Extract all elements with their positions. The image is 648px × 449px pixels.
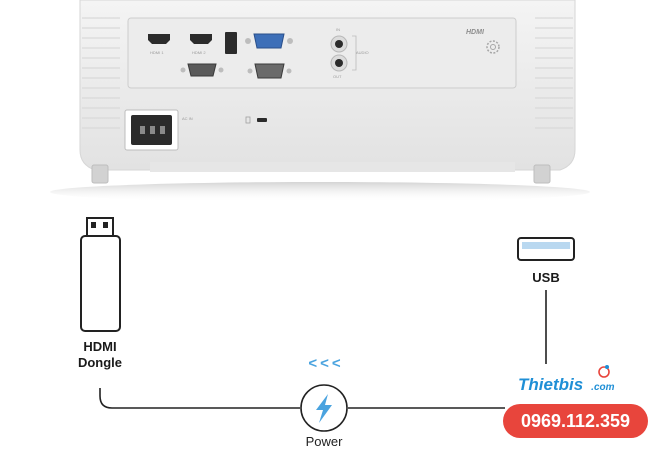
audio-out-label: OUT [333, 74, 342, 79]
left-vent [82, 17, 120, 129]
usb-label: USB [532, 270, 560, 285]
vga-port-out [247, 63, 292, 79]
rs232-port [180, 63, 224, 77]
hdmi-port-2 [190, 34, 212, 44]
audio-jacks [330, 35, 357, 72]
audio-label: AUDIO [356, 50, 369, 55]
projector-shadow [50, 182, 590, 202]
dongle-to-power-line [99, 388, 300, 409]
brand-suffix: .com [591, 382, 615, 393]
hdmi-dongle-label-line1: HDMI [83, 339, 117, 354]
usb-port-icon [517, 237, 575, 261]
kensington-lock-icon [245, 116, 267, 124]
phone-badge: 0969.112.359 [503, 404, 648, 438]
right-vent [535, 17, 573, 129]
cert-gear-icon [486, 40, 500, 54]
brand-watermark: Thietbis .com [518, 375, 615, 395]
foot-right [533, 164, 551, 184]
port-panel [127, 17, 517, 89]
ac-in-label: AC IN [182, 116, 193, 121]
brand-name: Thietbis [518, 375, 584, 394]
vga-port-in [245, 33, 293, 49]
hdmi2-port-label: HDMI 2 [192, 50, 206, 55]
brand-logo-icon [598, 365, 610, 378]
connection-lines [99, 290, 547, 409]
projector-base [150, 162, 515, 172]
hdmi-port-1 [148, 34, 170, 44]
hdmi-logo: HDMI [466, 29, 484, 36]
ac-power-socket [124, 109, 179, 151]
power-icon [300, 384, 348, 432]
usb-port-a [225, 32, 237, 54]
chevrons-indicator: <<< [308, 355, 344, 372]
hdmi-dongle-label: HDMI Dongle [64, 339, 136, 371]
foot-left [91, 164, 109, 184]
power-label: Power [305, 434, 343, 449]
hdmi1-port-label: HDMI 1 [150, 50, 164, 55]
hdmi-dongle-icon [80, 217, 121, 332]
hdmi-dongle-label-line2: Dongle [77, 355, 123, 370]
audio-in-label: IN [336, 27, 340, 32]
projector [79, 0, 576, 184]
